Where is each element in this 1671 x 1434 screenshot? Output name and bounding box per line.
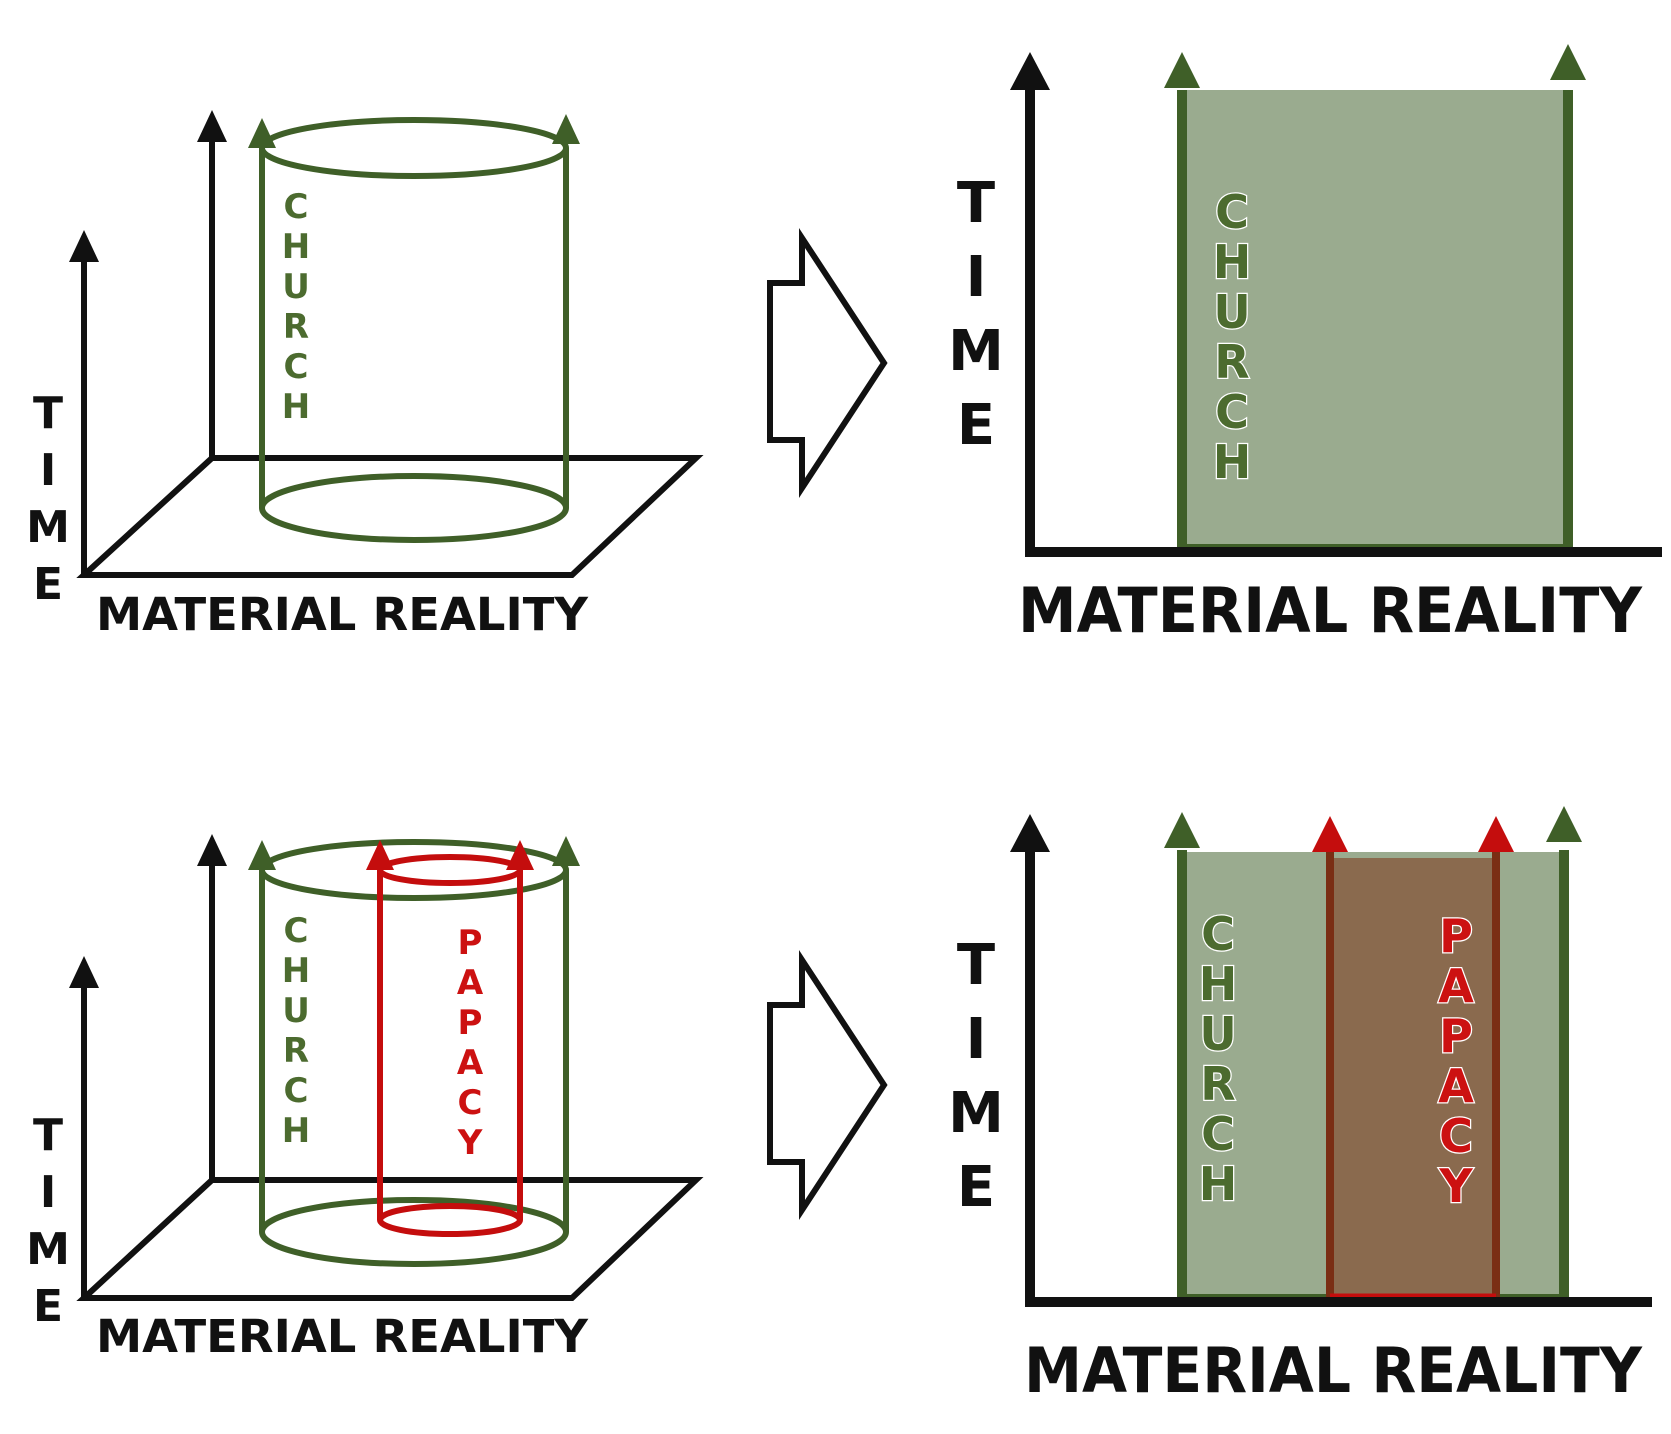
material-reality-axis-label: MATERIAL REALITY <box>96 1310 589 1363</box>
papacy-arrowhead-icon <box>1312 816 1348 852</box>
church-arrowhead-icon <box>248 118 276 148</box>
church-arrowhead-icon <box>552 836 580 866</box>
papacy-arrowhead-icon <box>506 840 534 870</box>
papacy-arrowhead-icon <box>1478 816 1514 852</box>
material-reality-axis-label: MATERIAL REALITY <box>96 588 589 641</box>
axis-arrowhead-icon <box>1010 52 1050 90</box>
papacy-region <box>1330 858 1496 1300</box>
axis-arrowhead-icon <box>69 230 99 262</box>
church-arrowhead-icon <box>1164 52 1200 88</box>
right-arrow-outline-icon <box>767 949 888 1221</box>
right-arrow-outline-icon <box>767 227 888 499</box>
church-cylinder <box>248 114 580 543</box>
church-arrowhead-icon <box>552 114 580 144</box>
axis-arrowhead-icon <box>69 956 99 988</box>
ground-plane <box>76 1177 704 1301</box>
axis-arrowhead-icon <box>197 834 227 866</box>
church-cylinder <box>248 836 580 1267</box>
church-arrowhead-icon <box>248 840 276 870</box>
papacy-cylinder <box>366 840 534 1237</box>
material-reality-axis-label: MATERIAL REALITY <box>1024 1334 1643 1407</box>
axis-arrowhead-icon <box>197 110 227 142</box>
papacy-arrowhead-icon <box>366 840 394 870</box>
church-region <box>1182 90 1568 550</box>
church-arrowhead-icon <box>1164 812 1200 848</box>
church-arrowhead-icon <box>1550 44 1586 80</box>
ground-plane <box>76 455 704 578</box>
material-reality-axis-label: MATERIAL REALITY <box>1018 574 1643 647</box>
axis-arrowhead-icon <box>1010 814 1050 852</box>
church-arrowhead-icon <box>1546 806 1582 842</box>
